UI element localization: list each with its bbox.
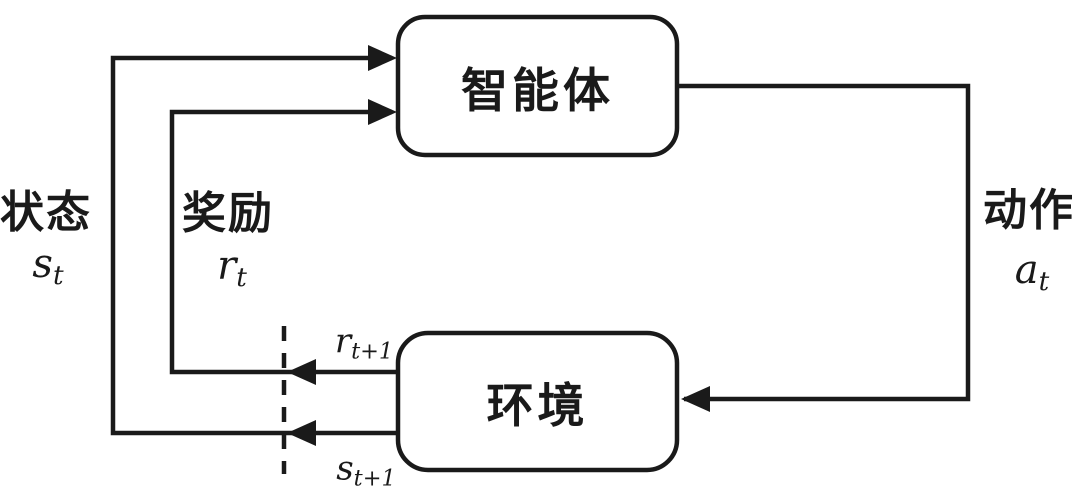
action-symbol: at — [1015, 247, 1049, 297]
state-arrow-line — [110, 55, 398, 436]
state-label: 状态 — [0, 188, 92, 237]
next-reward-symbol-sub: t+1 — [351, 338, 394, 365]
state-symbol: st — [32, 241, 63, 291]
next-reward-symbol: rt+1 — [335, 321, 393, 364]
next-state-symbol-sub: t+1 — [353, 465, 396, 492]
reward-label: 奖励 — [182, 189, 274, 238]
environment-box — [395, 330, 680, 473]
action-arrow-line — [677, 83, 971, 402]
state-symbol-base: s — [32, 240, 53, 287]
agent-box — [395, 14, 680, 158]
next-state-symbol: st+1 — [336, 448, 396, 491]
next-reward-arrowhead-icon — [287, 359, 316, 385]
state-symbol-sub: t — [52, 260, 64, 292]
reward-symbol: rt — [217, 243, 247, 293]
state-arrowhead-icon — [368, 45, 397, 71]
reward-symbol-base: r — [217, 242, 237, 289]
environment-box-label: 环境 — [486, 379, 589, 432]
reward-arrow-line — [169, 109, 398, 375]
action-symbol-base: a — [1014, 246, 1039, 293]
action-arrowhead-icon — [681, 386, 710, 412]
reward-arrowhead-icon — [368, 99, 397, 125]
action-label: 动作 — [983, 186, 1075, 235]
reward-symbol-sub: t — [236, 262, 247, 294]
next-reward-symbol-base: r — [334, 321, 352, 362]
action-symbol-sub: t — [1038, 266, 1050, 298]
next-state-symbol-base: s — [336, 448, 354, 489]
next-state-arrowhead-icon — [287, 420, 316, 446]
agent-box-label: 智能体 — [461, 63, 614, 117]
